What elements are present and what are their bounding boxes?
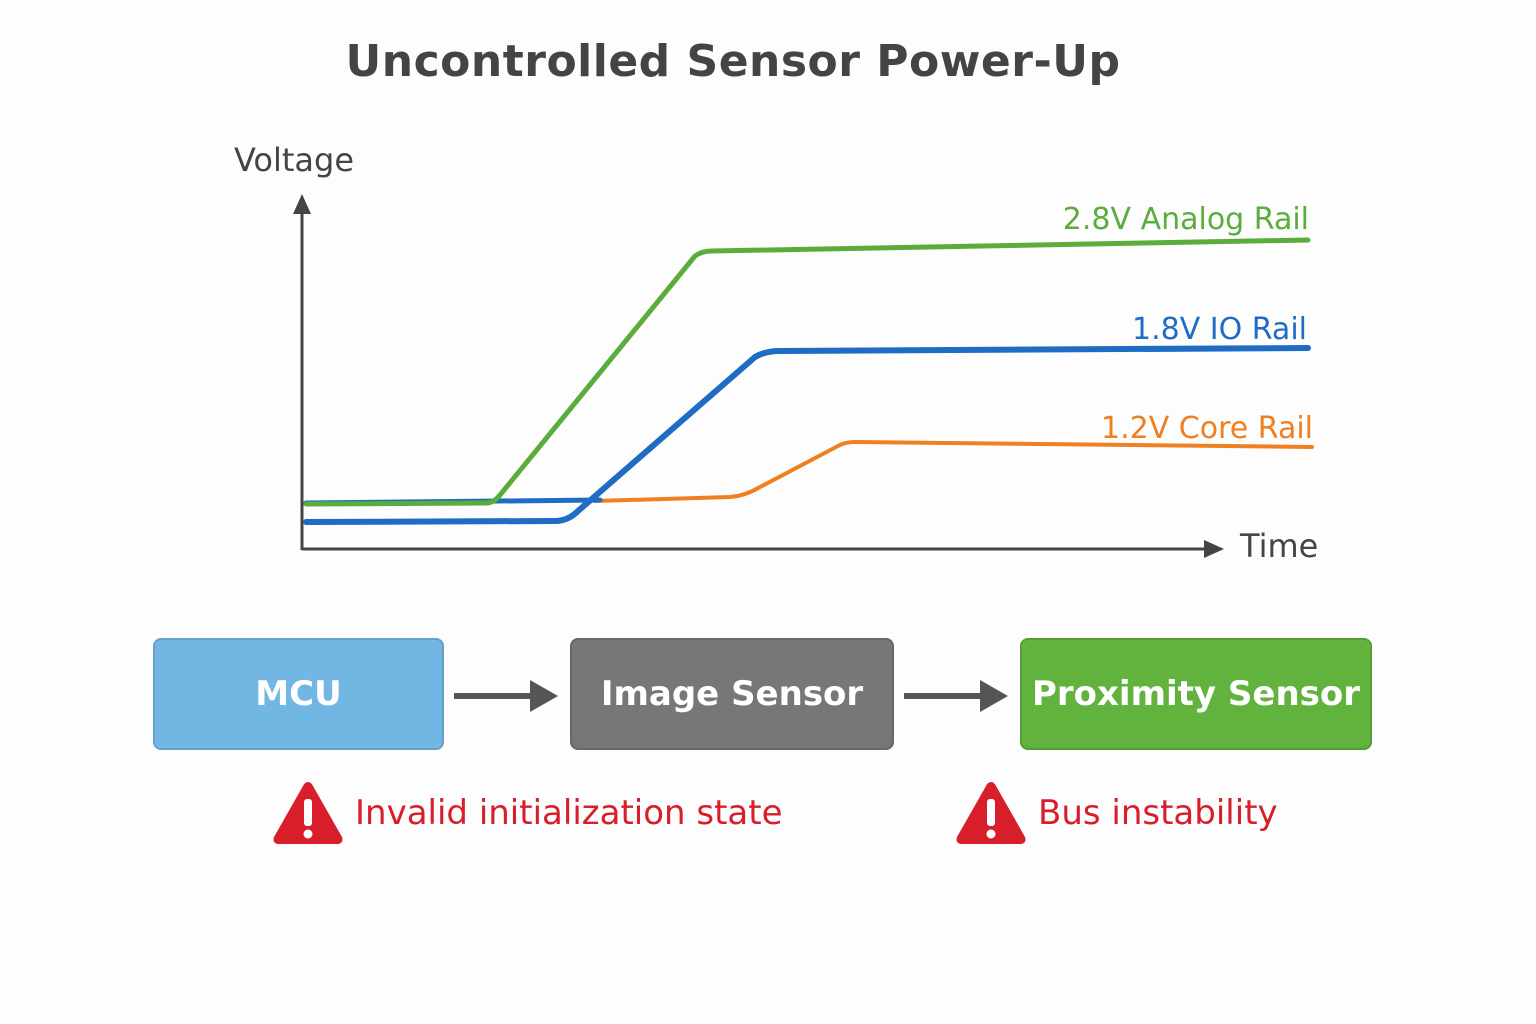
- series-label-io-rail: 1.8V IO Rail: [1132, 312, 1307, 347]
- warning-icon: [273, 782, 343, 844]
- proximity-sensor-block-label: Proximity Sensor: [1031, 674, 1361, 714]
- image-sensor-block: Image Sensor: [570, 638, 894, 750]
- warning-text: Bus instability: [1038, 793, 1278, 833]
- y-axis-arrowhead: [293, 194, 311, 214]
- series-label-analog-rail: 2.8V Analog Rail: [1063, 202, 1309, 237]
- series-line-analog-rail: [303, 237, 1311, 507]
- arrow-right-icon: [904, 680, 1008, 712]
- y-axis-label: Voltage: [234, 141, 354, 179]
- mcu-block-label: MCU: [255, 674, 342, 714]
- x-axis-arrowhead: [1204, 540, 1224, 558]
- image-sensor-block-label: Image Sensor: [600, 674, 864, 714]
- proximity-sensor-block: Proximity Sensor: [1020, 638, 1372, 750]
- warning-invalid-init: Invalid initialization state: [271, 778, 783, 848]
- series-label-core-rail: 1.2V Core Rail: [1101, 411, 1313, 446]
- arrow-right-icon: [454, 680, 558, 712]
- series-line-io-rail: [303, 345, 1311, 525]
- series-line-core-rail: [593, 440, 1314, 503]
- warning-icon: [956, 782, 1026, 844]
- warning-bus-instability: Bus instability: [954, 778, 1278, 848]
- page-title: Uncontrolled Sensor Power-Up: [345, 36, 1121, 87]
- mcu-block: MCU: [153, 638, 444, 750]
- x-axis-label: Time: [1239, 527, 1318, 565]
- warning-text: Invalid initialization state: [355, 793, 783, 833]
- power-up-chart: Voltage Time 2.8V Analog Rail 1.8V IO Ra…: [234, 141, 1318, 565]
